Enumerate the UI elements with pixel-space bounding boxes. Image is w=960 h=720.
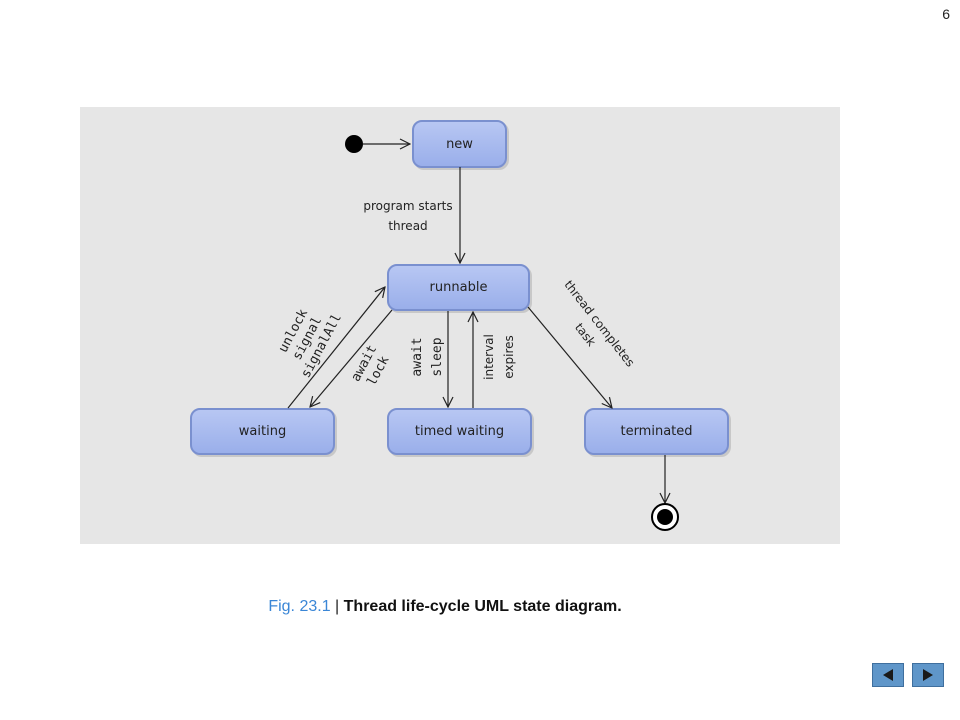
transition-unlock-signal — [287, 287, 385, 409]
label-interval: interval — [482, 334, 496, 380]
figure-caption: Fig. 23.1 | Thread life-cycle UML state … — [0, 598, 890, 616]
state-diagram: new program starts thread runnable waiti… — [80, 107, 840, 544]
label-await-timed: await — [410, 337, 425, 376]
slide-navigation — [872, 663, 944, 687]
transition-thread-completes — [527, 306, 612, 408]
label-group-await-sleep: await sleep — [410, 337, 445, 376]
label-thread-completes: thread completes — [561, 278, 637, 370]
state-waiting-label: waiting — [239, 424, 286, 439]
label-sleep: sleep — [430, 337, 445, 376]
state-runnable: runnable — [387, 264, 530, 311]
final-state-icon — [651, 503, 679, 531]
label-program-starts: program starts — [363, 199, 452, 213]
transition-await-lock — [310, 309, 393, 407]
initial-state-dot — [345, 135, 363, 153]
label-expires: expires — [502, 335, 516, 379]
state-diagram-canvas: new program starts thread runnable waiti… — [190, 120, 729, 531]
triangle-left-icon — [883, 669, 893, 681]
figure-number: Fig. 23.1 — [268, 598, 331, 615]
state-terminated: terminated — [584, 408, 729, 455]
label-group-await-lock: await lock — [349, 343, 393, 389]
label-group-interval-expires: interval expires — [482, 334, 516, 380]
state-timed-waiting-label: timed waiting — [415, 424, 504, 439]
state-timed-waiting: timed waiting — [387, 408, 532, 455]
triangle-right-icon — [923, 669, 933, 681]
state-runnable-label: runnable — [430, 280, 488, 295]
state-new-label: new — [446, 137, 473, 152]
next-slide-button[interactable] — [912, 663, 944, 687]
caption-separator: | — [330, 598, 344, 615]
page-number: 6 — [942, 6, 950, 22]
figure-title: Thread life-cycle UML state diagram. — [343, 598, 622, 615]
previous-slide-button[interactable] — [872, 663, 904, 687]
label-group-thread-completes: thread completes task — [561, 278, 637, 370]
state-new: new — [412, 120, 507, 168]
state-terminated-label: terminated — [620, 424, 692, 439]
state-waiting: waiting — [190, 408, 335, 455]
label-program-starts-thread: thread — [388, 219, 427, 233]
label-group-unlock: unlock signal signalAll — [276, 307, 345, 381]
